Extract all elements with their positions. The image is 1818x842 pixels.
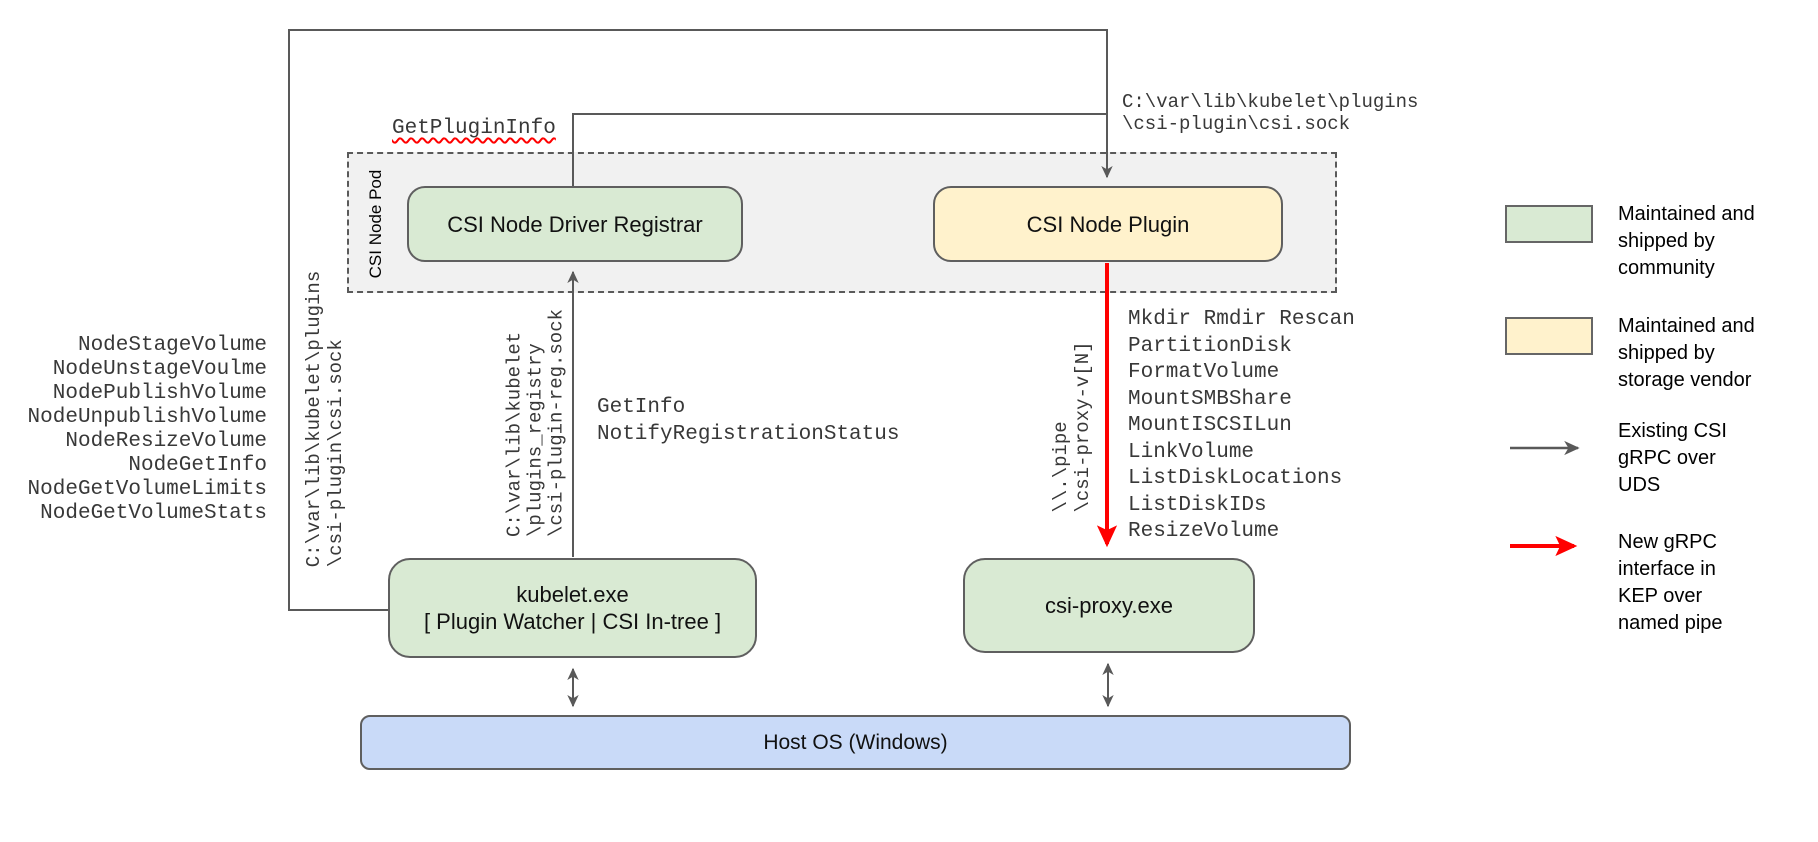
proxy-call-item: MountSMBShare bbox=[1128, 387, 1292, 411]
legend-red-arrow-icon bbox=[1510, 536, 1578, 556]
kubelet-box: kubelet.exe [ Plugin Watcher | CSI In-tr… bbox=[388, 558, 757, 658]
csi-proxy-box: csi-proxy.exe bbox=[963, 558, 1255, 653]
legend-vendor-swatch bbox=[1505, 317, 1593, 355]
legend-vendor-label: Maintained and shipped by storage vendor bbox=[1618, 315, 1755, 391]
proxy-call-item: ResizeVolume bbox=[1128, 520, 1280, 543]
proxy-call-item: MountISCSILun bbox=[1128, 414, 1292, 437]
proxy-call-item: ListDiskLocations bbox=[1128, 467, 1343, 490]
proxy-call-item: ListDiskIDs bbox=[1128, 493, 1267, 517]
get-plugin-info-label: GetPluginInfo bbox=[392, 117, 556, 140]
csi-node-plugin-box: CSI Node Plugin bbox=[933, 186, 1283, 262]
csi-node-plugin-label: CSI Node Plugin bbox=[1026, 211, 1190, 237]
node-call-item: NodePublishVolume bbox=[52, 382, 267, 405]
csi-sock-path-label: C:\var\lib\kubelet\plugins \csi-plugin\c… bbox=[1122, 91, 1419, 135]
node-calls-list: NodeStageVolume NodeUnstageVoulme NodePu… bbox=[28, 334, 267, 526]
node-call-item: NodeResizeVolume bbox=[65, 430, 267, 453]
registry-sock-rotated-label: C:\var\lib\kubelet \plugins_registry \cs… bbox=[503, 308, 568, 538]
kubelet-label: kubelet.exe [ Plugin Watcher | CSI In-tr… bbox=[423, 582, 722, 634]
legend-community-swatch bbox=[1505, 205, 1593, 243]
csi-node-pod-title: CSI Node Pod bbox=[366, 169, 385, 279]
legend-community-label: Maintained and shipped by community bbox=[1618, 203, 1755, 279]
node-call-item: NodeUnstageVoulme bbox=[52, 358, 267, 381]
node-call-item: NodeGetVolumeLimits bbox=[27, 478, 267, 501]
host-os-box: Host OS (Windows) bbox=[360, 715, 1351, 770]
host-os-label: Host OS (Windows) bbox=[763, 731, 948, 754]
node-call-item: NodeGetVolumeStats bbox=[40, 502, 267, 525]
proxy-call-item: PartitionDisk bbox=[1128, 334, 1292, 358]
legend-namedpipe-label: New gRPC interface in KEP over named pip… bbox=[1618, 531, 1723, 634]
proxy-calls-list: Mkdir Rmdir Rescan PartitionDisk FormatV… bbox=[1128, 307, 1355, 546]
legend-gray-arrow-icon bbox=[1510, 440, 1580, 456]
named-pipe-rotated-label: \\.\pipe \csi-proxy-v[N] bbox=[1050, 341, 1094, 513]
proxy-call-item: LinkVolume bbox=[1128, 440, 1255, 464]
csi-node-driver-registrar-box: CSI Node Driver Registrar bbox=[407, 186, 743, 262]
proxy-call-item: FormatVolume bbox=[1128, 361, 1280, 384]
registration-calls-label: GetInfo NotifyRegistrationStatus bbox=[597, 396, 900, 446]
proxy-call-item: Mkdir Rmdir Rescan bbox=[1128, 308, 1355, 331]
csi-proxy-label: csi-proxy.exe bbox=[1045, 593, 1173, 618]
node-call-item: NodeGetInfo bbox=[128, 454, 267, 477]
csi-node-driver-registrar-label: CSI Node Driver Registrar bbox=[447, 211, 703, 237]
node-call-item: NodeUnpublishVolume bbox=[27, 406, 267, 429]
node-call-item: NodeStageVolume bbox=[77, 334, 267, 357]
kubelet-plugins-sock-rotated-label: C:\var\lib\kubelet\plugins \csi-plugin\c… bbox=[303, 270, 347, 568]
legend-uds-label: Existing CSI gRPC over UDS bbox=[1618, 420, 1727, 496]
